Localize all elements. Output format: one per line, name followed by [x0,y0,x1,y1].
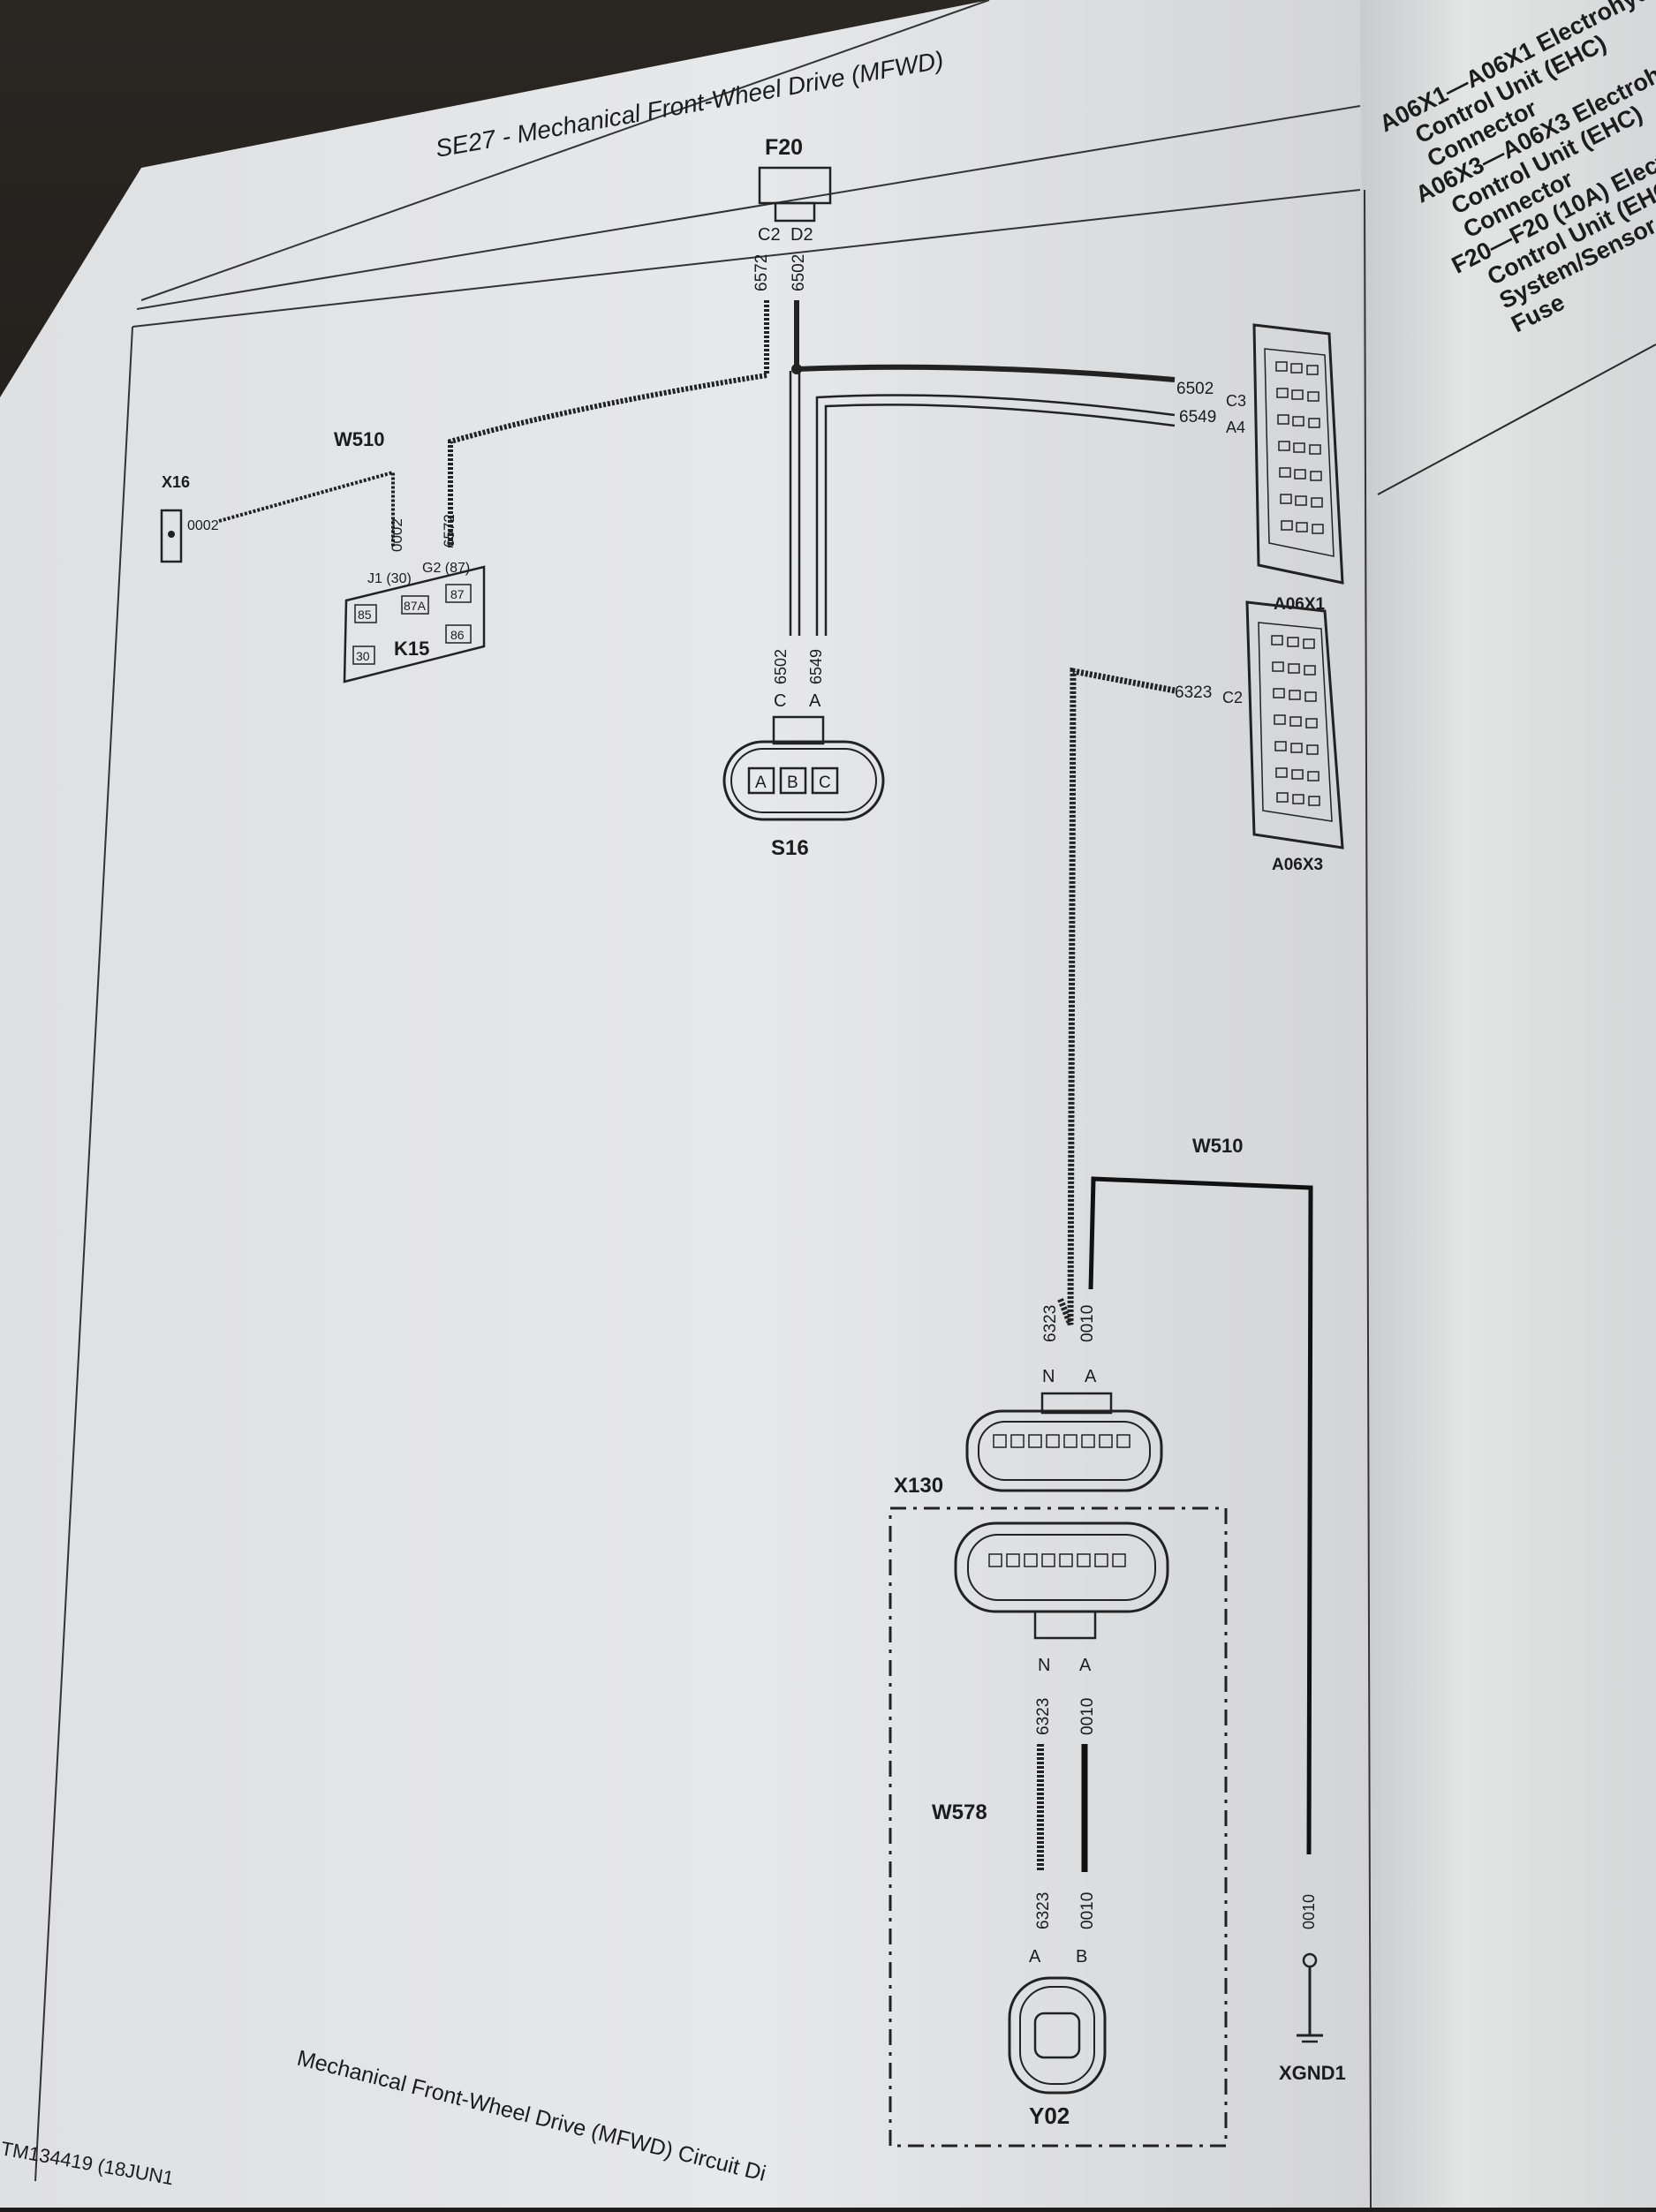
splice-node [791,364,802,374]
relay-terminal-87: 87 [450,587,465,601]
a06x1-pin-a4: A4 [1226,419,1245,436]
s16-pin-c: C [819,774,831,792]
x130-connector-top-icon [965,1392,1163,1492]
harness-w510-top: W510 [334,428,384,450]
y02-harness-boundary [888,1506,1228,2148]
s16-top-pin-c: C [774,691,786,711]
wire-label-relay-0002: 0002 [389,518,405,552]
wire-label-s16-6502: 6502 [772,649,790,684]
harness-w578: W578 [932,1801,987,1824]
wire-6323-harness [1056,667,1176,1326]
wire-label-x130-bottom-6323: 6323 [1034,1698,1053,1735]
wire-0010-ground [1088,1176,1313,1855]
relay-terminal-30: 30 [356,649,370,663]
a06x3-pin-c2: C2 [1222,689,1243,706]
x16-connector-icon [160,509,183,563]
relay-label: K15 [394,638,429,660]
wire-label-x130-bottom-0010: 0010 [1078,1698,1097,1735]
x130-label: X130 [894,1474,943,1498]
wire-6502-to-s16 [789,371,801,636]
relay-k15-body [343,565,486,683]
y02-label: Y02 [1029,2103,1070,2129]
s16-label: S16 [771,836,809,860]
x16-label: X16 [162,473,190,491]
ground-icon [1297,1952,1323,2043]
ground-label: XGND1 [1279,2062,1346,2084]
wire-label-a06x1-6502: 6502 [1176,380,1214,398]
wire-label-x16-0002: 0002 [187,518,219,533]
relay-terminal-85: 85 [358,608,372,622]
paper-sheet [0,0,1373,2208]
s16-top-pin-a: A [809,691,821,711]
fuse-icon [758,166,832,223]
wire-label-relay-6572: 6572 [441,514,457,547]
x130-top-pin-n: N [1042,1367,1055,1386]
wire-label-y02-0010: 0010 [1078,1892,1097,1929]
x130-connector-bottom-icon [954,1521,1169,1640]
x130-top-pin-a: A [1085,1367,1097,1386]
relay-pin-j1: J1 (30) [367,571,412,586]
a06x1-pin-c3: C3 [1226,392,1246,410]
wire-6572-harness [448,300,769,547]
right-legend: A06X1—A06X1 Electrohydraulic Control Uni… [1375,0,1656,495]
fuse-pin-d2: D2 [790,225,813,245]
y02-pin-b: B [1076,1947,1087,1967]
frame-left [34,326,133,2182]
x130-bottom-pin-n: N [1038,1656,1050,1675]
fuse-pin-c2: C2 [758,225,781,245]
wire-label-s16-6549: 6549 [807,649,825,684]
title-rule [136,105,1361,310]
x130-bottom-pin-a: A [1079,1656,1092,1675]
wire-6549-double [815,394,1176,636]
wire-6502-to-a06x1 [794,300,1176,382]
fuse-label: F20 [765,135,803,160]
s16-sensor-icon [722,715,885,821]
y02-solenoid-icon [1008,1976,1107,2095]
relay-terminal-86: 86 [450,628,465,642]
wire-label-y02-6323: 6323 [1034,1892,1053,1929]
wire-label-x130-top-6323: 6323 [1041,1305,1060,1342]
frame-top [132,189,1361,328]
relay-terminal-87a: 87A [404,599,427,613]
harness-w510-right: W510 [1192,1135,1243,1157]
wire-label-a06x3-6323: 6323 [1175,683,1212,702]
a06x3-label: A06X3 [1272,856,1323,874]
y02-pin-a: A [1029,1947,1041,1967]
wire-label-a06x1-6549: 6549 [1179,408,1216,427]
s16-pin-a: A [755,774,767,792]
wire-label-ground-0010: 0010 [1300,1894,1318,1929]
s16-pin-b: B [787,774,798,792]
wire-label-6502: 6502 [790,254,808,291]
wire-label-6572: 6572 [752,254,771,291]
a06x3-connector-icon [1245,600,1344,849]
wire-label-x130-top-0010: 0010 [1078,1305,1097,1342]
a06x1-connector-icon [1252,323,1344,585]
frame-right [1364,189,1372,2208]
right-facing-page: A06X1—A06X1 Electrohydraulic Control Uni… [1360,0,1656,2208]
wire-0002 [218,470,395,547]
relay-pin-g2: G2 (87) [422,561,470,576]
